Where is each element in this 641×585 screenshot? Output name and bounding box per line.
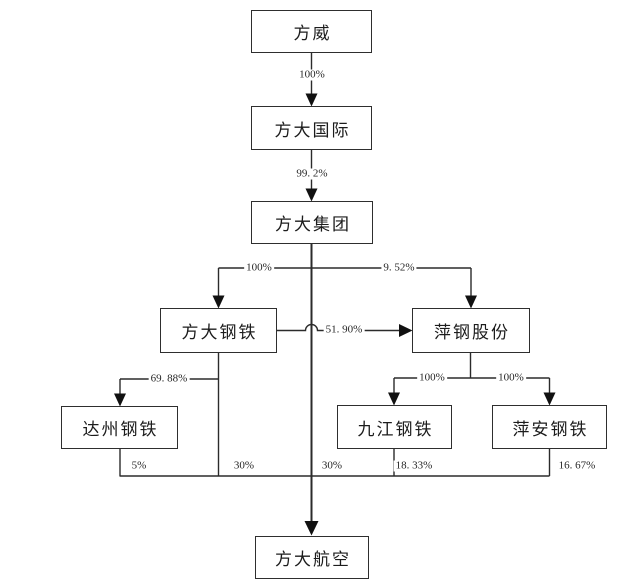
node-dazhou-steel: 达州钢铁 (61, 406, 178, 449)
node-pingan-steel: 萍安钢铁 (492, 405, 607, 449)
pct-jiujiang-aviation: 18. 33% (393, 459, 435, 472)
arrowhead-into-dazhou (114, 393, 126, 407)
arrowhead-into-jiujiang (388, 392, 400, 406)
arrowhead-into-pingan (543, 392, 556, 406)
pct-group-pinggang: 9. 52% (381, 261, 417, 274)
arrowhead-into-group (305, 188, 318, 202)
node-fangda-group: 方大集团 (251, 201, 373, 244)
node-fangda-steel: 方大钢铁 (160, 308, 277, 353)
pct-steel-pinggang: 51. 90% (323, 323, 365, 336)
node-jiujiang-steel: 九江钢铁 (337, 405, 452, 449)
pct-pinggang-jiujiang: 100% (417, 371, 447, 384)
node-fangda-aviation: 方大航空 (255, 536, 369, 579)
pct-group-steel: 100% (244, 261, 274, 274)
arrowhead-into-international (305, 93, 318, 107)
pct-steel-aviation: 30% (231, 459, 257, 472)
node-fangwei: 方威 (251, 10, 372, 53)
node-fangda-international: 方大国际 (251, 106, 372, 150)
pct-fangwei-international: 100% (297, 68, 327, 81)
arrowhead-into-pinggang-left (399, 324, 413, 337)
arrowhead-into-pinggang-top (465, 295, 477, 309)
arrowhead-into-steel (212, 295, 225, 309)
node-pinggang-shares: 萍钢股份 (412, 308, 530, 353)
pct-steel-dazhou: 69. 88% (148, 372, 190, 385)
pct-international-group: 99. 2% (294, 167, 330, 180)
pct-group-aviation: 30% (319, 459, 345, 472)
pct-pingan-aviation: 16. 67% (556, 459, 598, 472)
pct-pinggang-pingan: 100% (496, 371, 526, 384)
arrowhead-into-aviation (304, 521, 319, 536)
pct-dazhou-aviation: 5% (129, 459, 149, 472)
